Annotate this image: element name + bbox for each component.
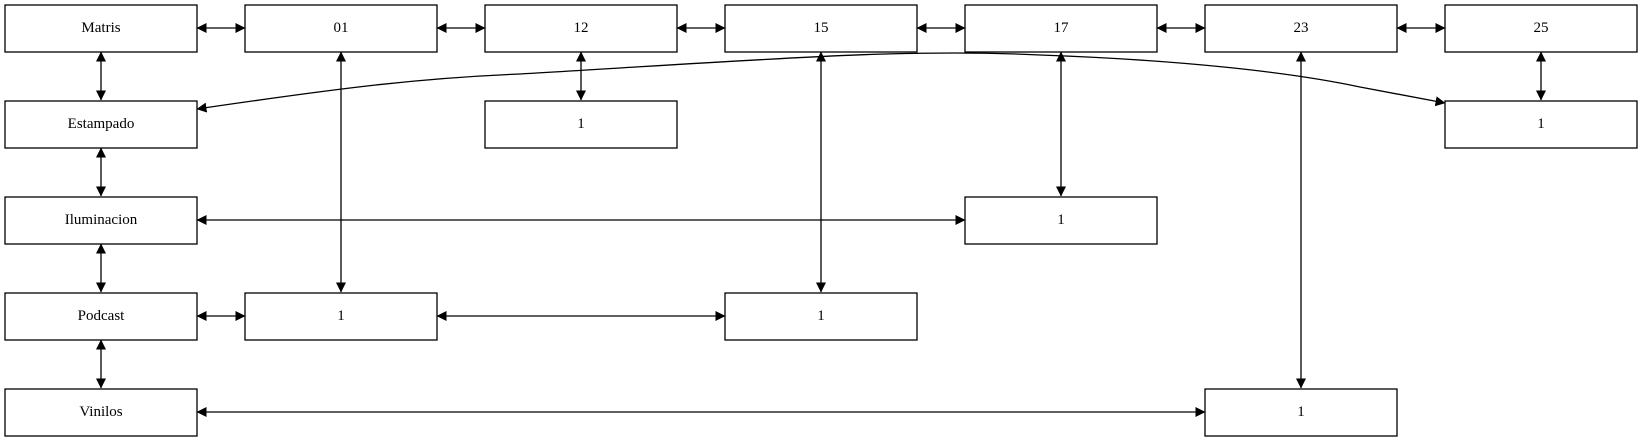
node-child-01[interactable]: 1 [244, 292, 438, 341]
node-25-label: 25 [1534, 20, 1549, 36]
node-iluminacion[interactable]: Iluminacion [4, 196, 198, 245]
node-estampado[interactable]: Estampado [4, 100, 198, 149]
node-iluminacion-label: Iluminacion [65, 212, 138, 228]
node-15[interactable]: 15 [724, 4, 918, 53]
node-child-25-label: 1 [1537, 116, 1545, 132]
node-vinilos[interactable]: Vinilos [4, 388, 198, 437]
node-matris-label: Matris [81, 20, 120, 36]
node-child-01-label: 1 [337, 308, 345, 324]
node-12-label: 12 [574, 20, 589, 36]
node-child-25[interactable]: 1 [1444, 100, 1638, 149]
node-child-12[interactable]: 1 [484, 100, 678, 149]
node-child-12-label: 1 [577, 116, 585, 132]
node-child-15[interactable]: 1 [724, 292, 918, 341]
node-01[interactable]: 01 [244, 4, 438, 53]
node-child-15-label: 1 [817, 308, 825, 324]
node-child-17-label: 1 [1057, 212, 1065, 228]
node-17[interactable]: 17 [964, 4, 1158, 53]
node-25[interactable]: 25 [1444, 4, 1638, 53]
nodes: Matris Estampado Iluminacion Podcast Vin… [4, 4, 1638, 437]
node-estampado-label: Estampado [68, 116, 135, 132]
node-01-label: 01 [334, 20, 349, 36]
node-vinilos-label: Vinilos [79, 404, 122, 420]
node-matris[interactable]: Matris [4, 4, 198, 53]
edges [96, 23, 1546, 417]
node-23-label: 23 [1294, 20, 1309, 36]
edge-estampado-child25 [196, 52, 1446, 113]
node-podcast-label: Podcast [78, 308, 125, 324]
node-17-label: 17 [1054, 20, 1070, 36]
node-child-17[interactable]: 1 [964, 196, 1158, 245]
node-child-23[interactable]: 1 [1204, 388, 1398, 437]
node-15-label: 15 [814, 20, 829, 36]
node-child-23-label: 1 [1297, 404, 1305, 420]
node-podcast[interactable]: Podcast [4, 292, 198, 341]
node-12[interactable]: 12 [484, 4, 678, 53]
node-23[interactable]: 23 [1204, 4, 1398, 53]
